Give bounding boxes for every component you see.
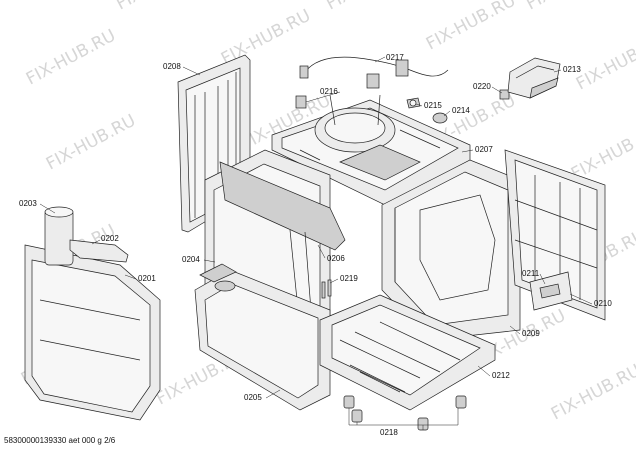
watermark: FIX-HUB.RU: [573, 31, 636, 95]
part-0202-handle: [69, 239, 129, 263]
label-0202: 0202: [101, 234, 119, 243]
document-footer: 58300000139330 aet 000 g 2/6: [4, 436, 116, 445]
label-0218: 0218: [380, 428, 398, 437]
label-0207: 0207: [475, 145, 493, 154]
label-0212: 0212: [492, 371, 510, 380]
watermark: FIX-HUB.RU: [423, 0, 519, 54]
label-0209: 0209: [522, 329, 540, 338]
label-0203: 0203: [19, 199, 37, 208]
label-0201: 0201: [138, 274, 156, 283]
watermark: FIX-HUB.RU: [113, 0, 209, 14]
watermark: FIX-HUB.RU: [568, 121, 636, 185]
label-0205: 0205: [244, 393, 262, 402]
part-0213-cover: [507, 57, 561, 99]
part-0211-bracket: [529, 271, 573, 311]
part-0205-drip-tray: [194, 263, 331, 411]
watermark: FIX-HUB.RU: [23, 26, 119, 90]
label-0210: 0210: [594, 299, 612, 308]
label-0211: 0211: [522, 269, 540, 278]
leader-lines: [39, 56, 593, 430]
part-0212-base: [319, 294, 496, 411]
part-0220-small-part: [499, 89, 510, 100]
label-0214: 0214: [452, 106, 470, 115]
part-0215-fitting: [406, 97, 421, 109]
part-0207-top-frame: [271, 94, 471, 206]
part-0210-rear-panel: [504, 149, 606, 321]
label-0206: 0206: [327, 254, 345, 263]
watermark: FIX-HUB.RU: [548, 361, 636, 425]
part-0218-feet: [343, 395, 467, 431]
part-0214-clip: [432, 112, 448, 124]
part-0217-cable: [299, 56, 449, 89]
part-0209-rear-housing: [381, 159, 521, 341]
label-0215: 0215: [424, 101, 442, 110]
label-0216: 0216: [320, 87, 338, 96]
watermark: FIX-HUB.RU: [523, 0, 619, 14]
label-0220: 0220: [473, 82, 491, 91]
watermark: FIX-HUB.RU: [323, 0, 419, 14]
label-0213: 0213: [563, 65, 581, 74]
label-0204: 0204: [182, 255, 200, 264]
label-0208: 0208: [163, 62, 181, 71]
part-0203-water-tank: [24, 206, 161, 421]
part-0206-0219-screws: [321, 279, 332, 299]
label-0217: 0217: [386, 53, 404, 62]
watermark: FIX-HUB.RU: [43, 111, 139, 175]
part-labels: 0208 0217 0216 0215 0214 0220 0213 0207 …: [19, 53, 612, 437]
part-0216-connector: [295, 95, 307, 109]
label-0219: 0219: [340, 274, 358, 283]
